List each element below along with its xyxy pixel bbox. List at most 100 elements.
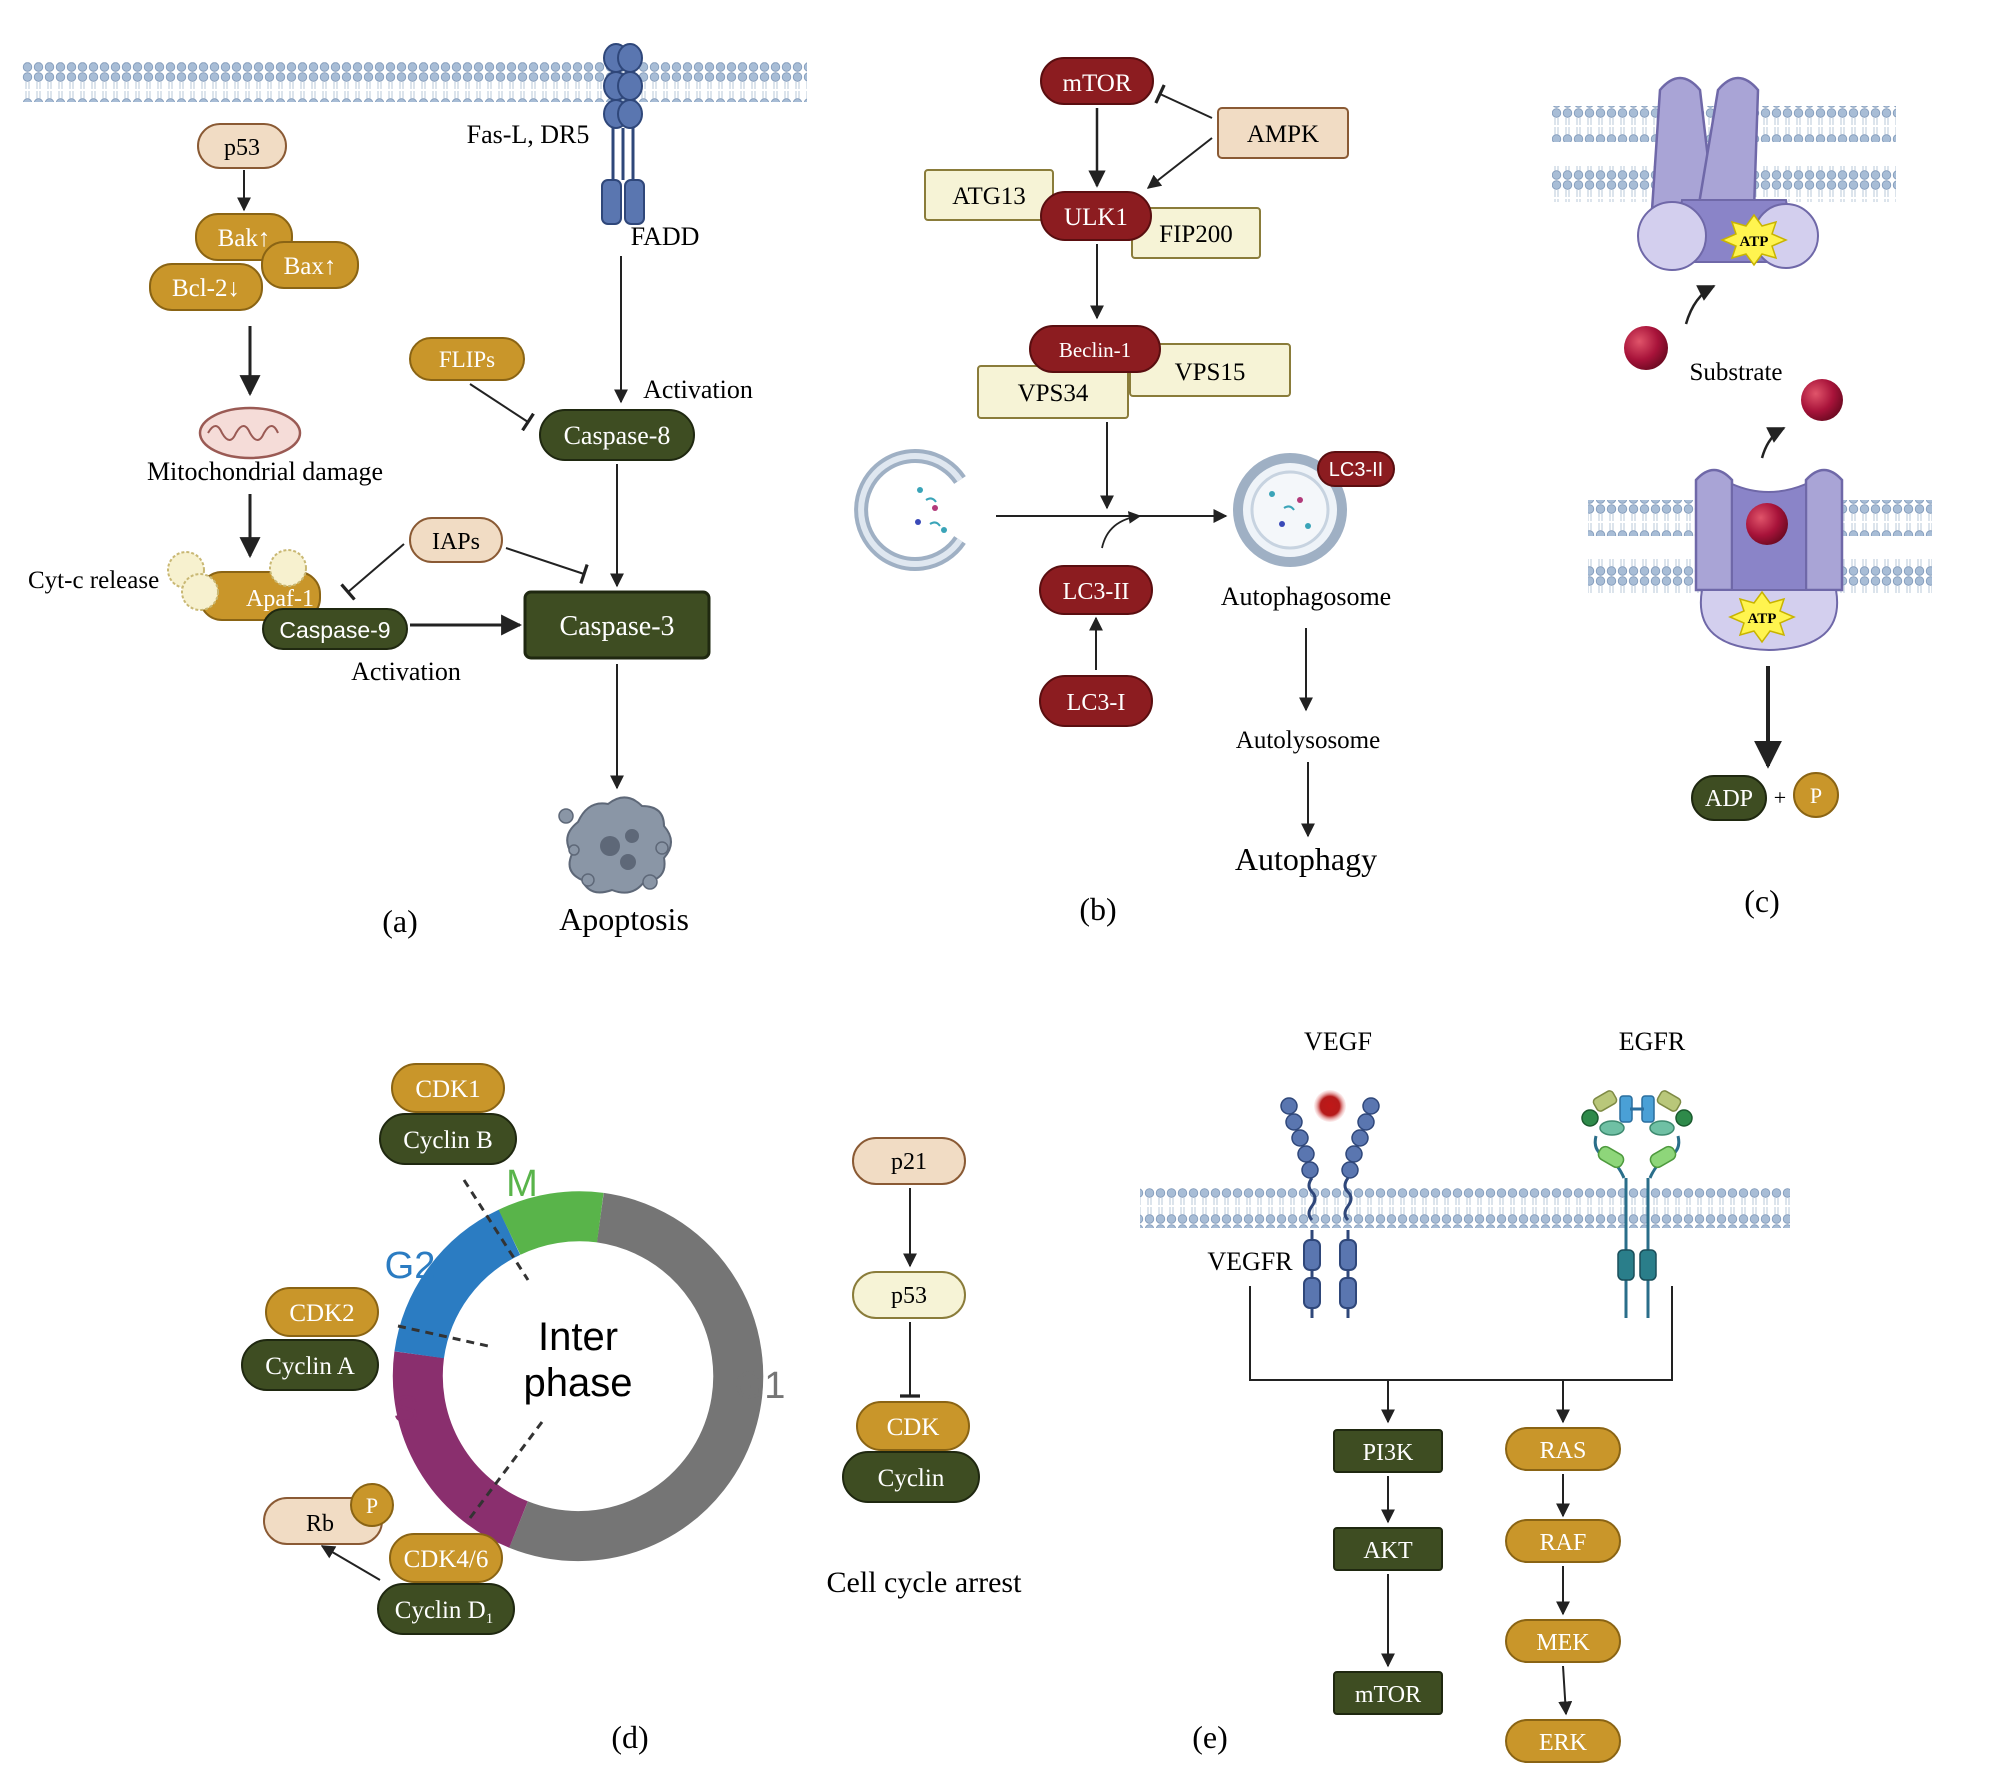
p53-label-a: p53 (224, 135, 260, 161)
apoptosis-label: Apoptosis (559, 901, 689, 937)
cdk1-label: CDK1 (415, 1076, 480, 1103)
caspase9-label: Caspase-9 (279, 617, 390, 643)
egfr-receptor-icon (1581, 1090, 1693, 1318)
atp-top-label: ATP (1740, 234, 1769, 250)
pi3k-label: PI3K (1363, 1440, 1414, 1466)
vegf-ligand-icon (1314, 1090, 1346, 1122)
caspase8-label: Caspase-8 (564, 421, 671, 450)
rb-phosphate-label: P (366, 1493, 378, 1518)
lc3ii-node (1039, 565, 1153, 615)
divider-g2-s (397, 1324, 489, 1348)
arrow-substrate-in (1684, 284, 1716, 325)
panel-a: Fas-L, DR5 FADD p53 Bak↑ Bax↑ Bcl-2↓ Mit… (22, 43, 807, 939)
substrate-out-icon (1801, 379, 1843, 421)
phase-s-label: S (393, 1389, 418, 1431)
phosphate-node (1793, 772, 1839, 818)
ampk-node (1217, 107, 1349, 159)
inhibit-iaps-casp9 (340, 543, 405, 601)
mito-label: Mitochondrial damage (147, 457, 383, 486)
panel-c-label: (c) (1744, 883, 1780, 919)
erk-node (1505, 1719, 1621, 1763)
atp-burst-top-icon: ATP (1720, 213, 1788, 267)
cdk1-node (391, 1063, 505, 1113)
phase-g1-label: G1 (735, 1365, 786, 1407)
arrow-mek-erk (1558, 1665, 1573, 1716)
cdk-node (856, 1401, 970, 1451)
membrane-a (22, 62, 807, 102)
cyclin-label: Cyclin (878, 1465, 945, 1492)
interphase-line1: Inter (538, 1315, 618, 1359)
p53-node-d (852, 1271, 966, 1319)
mek-node (1505, 1619, 1621, 1663)
phase-g1-arc (509, 1192, 764, 1562)
arrow-substrate-out (1760, 426, 1786, 459)
p53-node-a (197, 123, 287, 169)
atp-bottom-label: ATP (1748, 611, 1777, 627)
p53-label-d: p53 (891, 1283, 927, 1309)
vegfr-receptor-icon (1280, 1090, 1380, 1318)
ampk-label: AMPK (1247, 121, 1319, 148)
fadd-label: FADD (631, 222, 700, 251)
bax-label: Bax↑ (284, 253, 337, 280)
bcl2-label: Bcl-2↓ (172, 275, 240, 302)
receptor-merge-line (1249, 1286, 1673, 1381)
raf-node (1505, 1519, 1621, 1563)
caspase8-node (539, 409, 695, 461)
iaps-node (409, 517, 503, 563)
autophagy-label: Autophagy (1235, 841, 1377, 877)
cyclind-text: Cyclin D (395, 1597, 486, 1624)
divider-s-g1 (468, 1421, 544, 1519)
vps34-label: VPS34 (1018, 380, 1089, 407)
membrane-e (1140, 1188, 1790, 1228)
mtor-node-b (1040, 57, 1154, 105)
lc3ii-tag-label: LC3-II (1329, 459, 1383, 481)
lc3i-node (1039, 675, 1153, 727)
bcl2-node (149, 263, 263, 311)
panel-a-label: (a) (382, 903, 418, 939)
panel-e: VEGF EGFR VEGFR (1140, 1027, 1790, 1763)
adp-node (1691, 775, 1767, 821)
vegfr-label: VEGFR (1207, 1247, 1293, 1276)
cyclinb-label: Cyclin B (403, 1127, 493, 1154)
vps15-label: VPS15 (1175, 359, 1246, 386)
akt-node (1333, 1527, 1443, 1571)
autophagosome-icon (1233, 453, 1347, 567)
apoptotic-cell-icon (558, 796, 672, 894)
divider-m-g2 (462, 1179, 530, 1281)
bax-node (261, 241, 359, 289)
ulk1-node (1040, 191, 1152, 241)
caspase9-node (262, 608, 408, 650)
vegf-label: VEGF (1304, 1027, 1372, 1056)
akt-label: AKT (1363, 1538, 1413, 1564)
lc3ii-label: LC3-II (1063, 579, 1130, 605)
interphase-line2: phase (524, 1361, 633, 1405)
activation-top-label: Activation (643, 375, 753, 404)
panel-b-label: (b) (1079, 891, 1116, 927)
panel-d-label: (d) (611, 1719, 648, 1755)
phosphate-label: P (1810, 783, 1822, 808)
arrest-label: Cell cycle arrest (827, 1566, 1023, 1599)
bak-label: Bak↑ (218, 225, 271, 252)
atg13-label: ATG13 (952, 183, 1026, 210)
adp-label: ADP (1705, 786, 1753, 812)
panel-c: ATP Substrate ATP ADP + P (c) (1552, 76, 1932, 919)
cdk46-label: CDK4/6 (404, 1546, 489, 1573)
arrow-cdk46-rb (320, 1545, 381, 1581)
p21-label: p21 (891, 1149, 927, 1175)
plus-label: + (1774, 785, 1786, 810)
beclin-label: Beclin-1 (1059, 338, 1131, 362)
cyclind-label: Cyclin D1 (395, 1597, 493, 1627)
fip200-label: FIP200 (1159, 221, 1233, 248)
mtor-label-b: mTOR (1063, 70, 1132, 97)
lc3i-label: LC3-I (1067, 690, 1126, 716)
arrow-ampk-ulk1 (1146, 137, 1213, 189)
raf-label: RAF (1540, 1530, 1587, 1556)
cdk46-node (389, 1533, 503, 1583)
ulk1-label: ULK1 (1064, 204, 1128, 231)
autolysosome-label: Autolysosome (1236, 727, 1380, 754)
iaps-label: IAPs (432, 529, 480, 555)
cytc-label: Cyt-c release (28, 567, 159, 594)
mtor-label-e: mTOR (1355, 1682, 1421, 1708)
phase-g2-label: G2 (385, 1245, 436, 1287)
panel-e-label: (e) (1192, 1719, 1228, 1755)
